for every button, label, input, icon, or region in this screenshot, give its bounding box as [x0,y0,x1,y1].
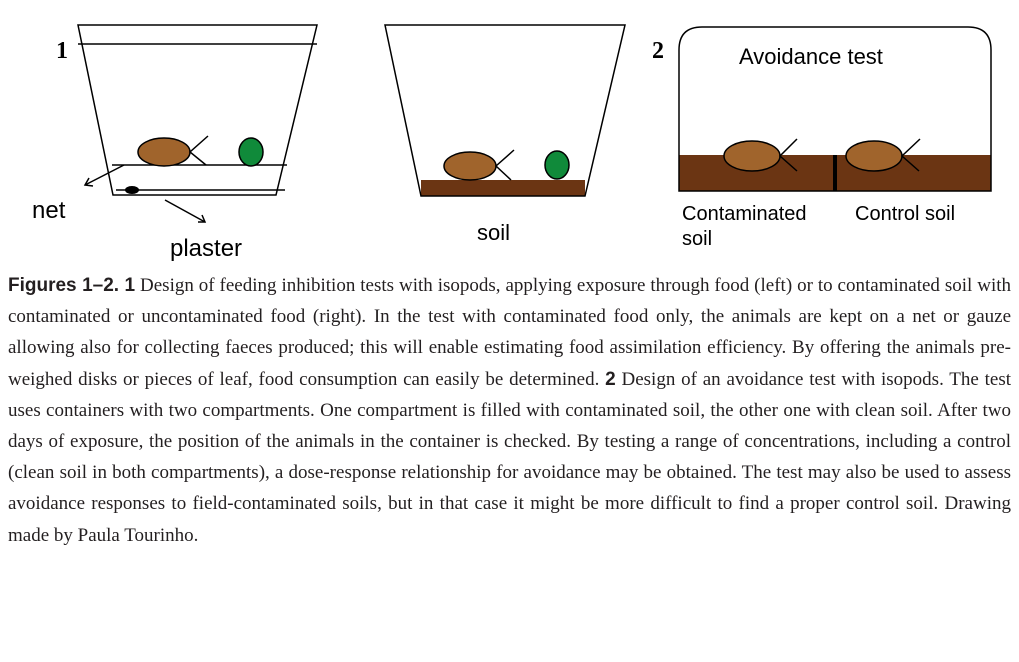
soil-exposure-container [384,24,626,197]
label-contaminated-line2: soil [682,228,712,250]
panel-number-1: 1 [56,38,68,64]
label-soil: soil [477,220,510,245]
net-arrow [84,164,125,186]
food-disk-1 [238,137,264,167]
net-arrowhead [83,177,94,187]
isopod-3 [723,138,798,172]
label-plaster: plaster [170,235,242,262]
caption-part1: Design of feeding inhibition tests with … [8,275,1011,390]
food-disk-2 [544,150,570,180]
caption-num2: 2 [605,368,616,390]
label-contaminated-line1: Contaminated [682,203,807,225]
plaster-arrowhead [198,214,207,223]
label-net: net [32,197,66,224]
isopod-2 [443,149,515,181]
caption-lead: Figures 1–2. 1 [8,275,136,296]
label-control-soil: Control soil [855,203,955,225]
isopod-1 [137,135,209,167]
avoidance-title: Avoidance test [739,44,883,69]
panel-number-2: 2 [652,38,664,64]
faeces-pellet [125,186,139,194]
plaster-arrow [164,199,206,223]
food-exposure-container [77,24,318,223]
outer-container [77,24,318,196]
soil-layer [421,180,585,196]
figure-caption: Figures 1–2. 1 Design of feeding inhibit… [8,270,1011,551]
isopod-4 [845,138,921,172]
caption-part2: Design of an avoidance test with isopods… [8,368,1011,546]
